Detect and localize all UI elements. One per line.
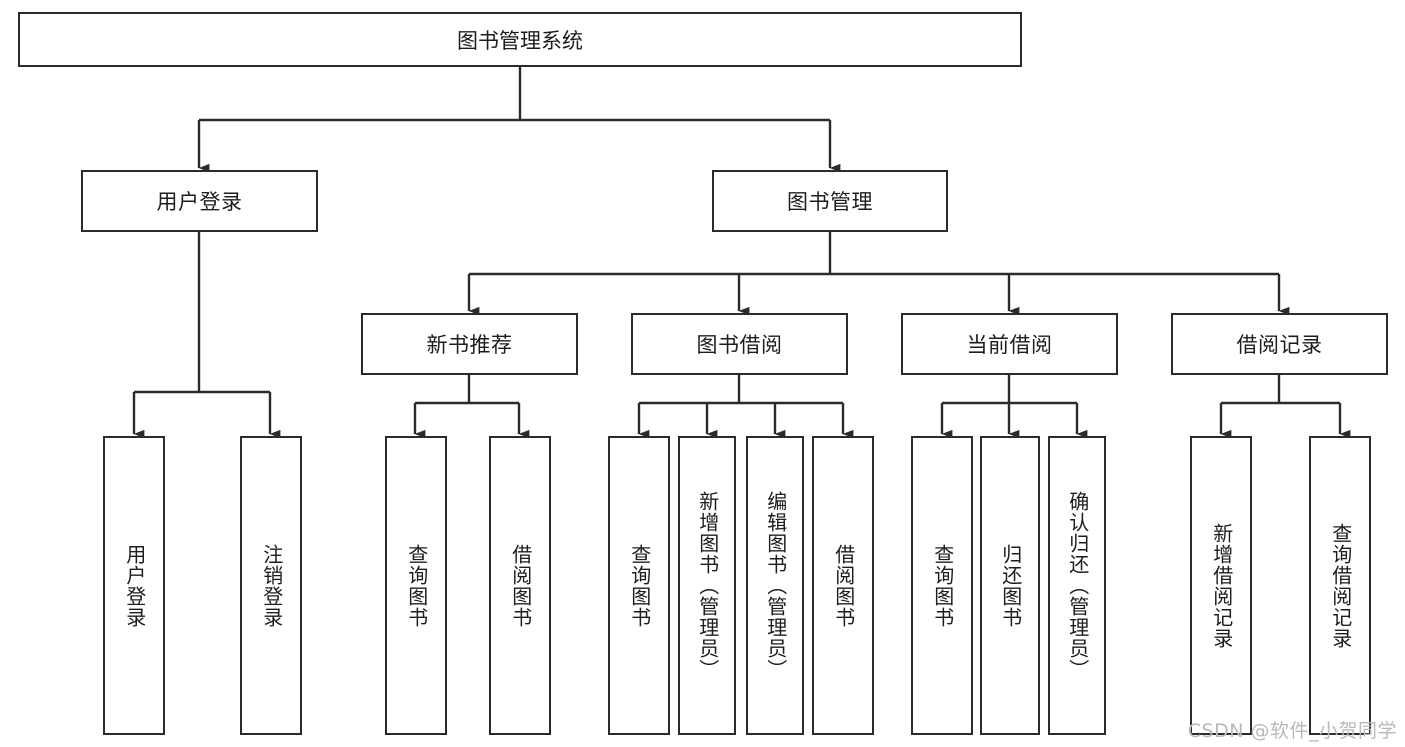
node-label: 借阅图书 bbox=[508, 543, 533, 628]
node-label: 新增借阅记录 bbox=[1209, 522, 1234, 649]
leaf-book-borrow-query-book[interactable]: 查询图书 bbox=[608, 436, 670, 735]
node-label: 图书管理 bbox=[787, 190, 873, 214]
leaf-current-borrow-query-book[interactable]: 查询图书 bbox=[911, 436, 973, 735]
node-label: 用户登录 bbox=[156, 190, 243, 214]
node-label: 归还图书 bbox=[998, 543, 1023, 628]
leaf-borrow-record-query-record[interactable]: 查询借阅记录 bbox=[1309, 436, 1371, 735]
node-label: 新书推荐 bbox=[426, 333, 513, 357]
leaf-book-borrow-edit-book-admin[interactable]: 编辑图书（管理员） bbox=[746, 436, 804, 735]
leaf-user-login-login[interactable]: 用户登录 bbox=[103, 436, 165, 735]
node-label: 查询借阅记录 bbox=[1328, 522, 1353, 649]
node-book-management[interactable]: 图书管理 bbox=[712, 170, 948, 232]
node-label: 借阅记录 bbox=[1236, 333, 1323, 357]
node-label: 确认归还（管理员） bbox=[1065, 491, 1090, 680]
node-borrow-record[interactable]: 借阅记录 bbox=[1171, 313, 1388, 375]
node-label: 当前借阅 bbox=[966, 333, 1053, 357]
node-label: 查询图书 bbox=[930, 543, 955, 628]
node-label: 查询图书 bbox=[627, 543, 652, 628]
node-label: 借阅图书 bbox=[831, 543, 856, 628]
leaf-book-borrow-add-book-admin[interactable]: 新增图书（管理员） bbox=[678, 436, 736, 735]
leaf-borrow-record-add-record[interactable]: 新增借阅记录 bbox=[1190, 436, 1252, 735]
node-book-borrow[interactable]: 图书借阅 bbox=[631, 313, 848, 375]
node-label: 注销登录 bbox=[259, 543, 284, 628]
node-new-book-recommend[interactable]: 新书推荐 bbox=[361, 313, 578, 375]
node-label: 查询图书 bbox=[404, 543, 429, 628]
node-label: 图书借阅 bbox=[696, 333, 783, 357]
leaf-current-borrow-confirm-return-admin[interactable]: 确认归还（管理员） bbox=[1048, 436, 1106, 735]
node-label: 用户登录 bbox=[122, 543, 147, 628]
node-root-book-management-system[interactable]: 图书管理系统 bbox=[18, 12, 1022, 67]
node-label: 编辑图书（管理员） bbox=[763, 491, 788, 680]
node-user-login[interactable]: 用户登录 bbox=[81, 170, 318, 232]
node-label: 图书管理系统 bbox=[457, 28, 583, 53]
leaf-new-book-query-book[interactable]: 查询图书 bbox=[385, 436, 447, 735]
node-current-borrow[interactable]: 当前借阅 bbox=[901, 313, 1118, 375]
leaf-current-borrow-return-book[interactable]: 归还图书 bbox=[980, 436, 1040, 735]
leaf-book-borrow-borrow-book[interactable]: 借阅图书 bbox=[812, 436, 874, 735]
node-label: 新增图书（管理员） bbox=[695, 491, 720, 680]
leaf-new-book-borrow-book[interactable]: 借阅图书 bbox=[489, 436, 551, 735]
leaf-user-login-logout[interactable]: 注销登录 bbox=[240, 436, 302, 735]
